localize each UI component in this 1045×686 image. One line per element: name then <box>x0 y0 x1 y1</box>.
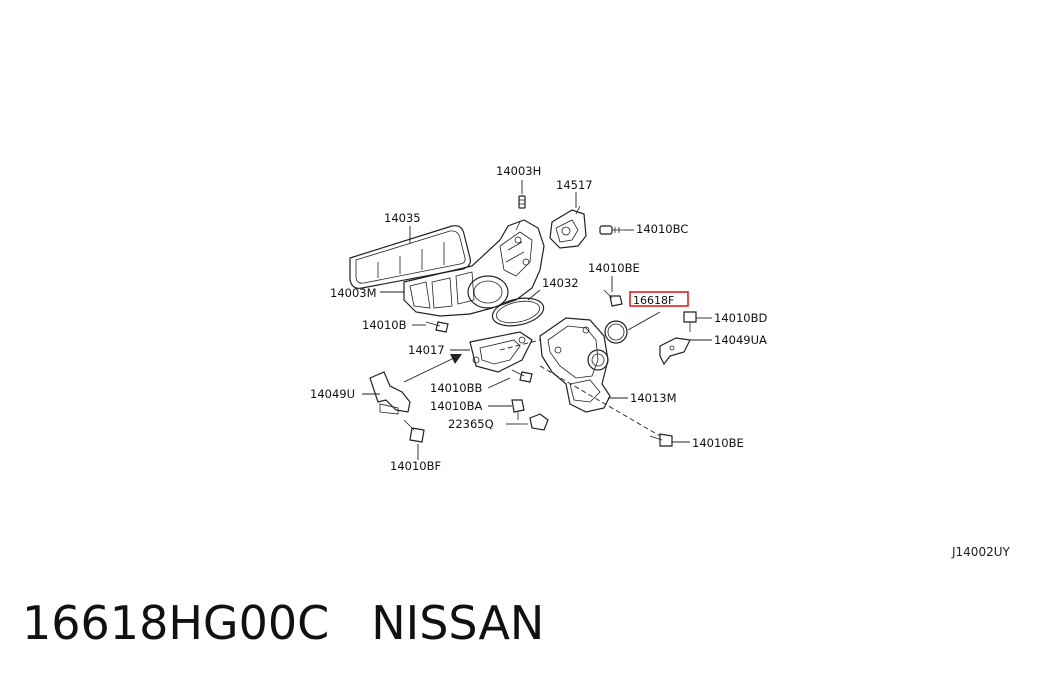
sensor-14517-drawing <box>549 205 587 249</box>
bracket-14049UA-drawing <box>659 337 691 366</box>
part-number: 16618HG00C <box>22 596 330 650</box>
label-14010BA: 14010BA <box>430 399 482 413</box>
sensor-22365Q-drawing <box>520 413 549 431</box>
label-14013M: 14013M <box>630 391 677 405</box>
highlight-box-16618F <box>629 291 689 307</box>
bolt-14010BC-drawing <box>599 225 624 235</box>
label-14010BF: 14010BF <box>390 459 441 473</box>
label-14010BE-bottom: 14010BE <box>692 436 744 450</box>
bolt-14010BE-bottom-drawing <box>649 433 673 447</box>
bolt-14010BD-drawing <box>683 311 697 332</box>
gasket-14035-drawing <box>349 225 471 289</box>
plug-14003H-drawing <box>518 195 526 209</box>
reference-code: J14002UY <box>951 545 1010 559</box>
bolt-14010BF-drawing <box>403 419 425 443</box>
label-14049U: 14049U <box>310 387 355 401</box>
gasket-14032-drawing <box>491 297 545 327</box>
bracket-14049U-drawing <box>369 371 411 415</box>
assembly-arrow <box>403 354 462 383</box>
label-14010BD: 14010BD <box>714 311 767 325</box>
label-16618F: 16618F <box>633 294 674 307</box>
label-14032: 14032 <box>542 276 579 290</box>
bolt-14010BB-drawing <box>511 369 533 383</box>
manifold-14003M-drawing <box>403 219 545 317</box>
part-caption: 16618HG00C NISSAN <box>22 596 544 650</box>
label-14517: 14517 <box>556 178 593 192</box>
label-14010BC: 14010BC <box>636 222 688 236</box>
brand-name: NISSAN <box>371 596 545 650</box>
bolt-14010BA-drawing <box>511 399 525 420</box>
bolt-14010B-drawing <box>425 321 449 333</box>
label-14017: 14017 <box>408 343 445 357</box>
bolt-14010BE-top-drawing <box>603 289 623 307</box>
gasket-14017-drawing <box>469 331 533 373</box>
label-14003M: 14003M <box>330 286 377 300</box>
label-14010B: 14010B <box>362 318 407 332</box>
oring-16618F-drawing <box>604 320 628 344</box>
chamber-14013M-drawing <box>539 317 611 413</box>
leader-lines <box>362 180 712 460</box>
label-14049UA: 14049UA <box>714 333 767 347</box>
label-14003H: 14003H <box>496 164 541 178</box>
label-14035: 14035 <box>384 211 421 225</box>
label-14010BE-top: 14010BE <box>588 261 640 275</box>
label-22365Q: 22365Q <box>448 417 494 431</box>
label-14010BB: 14010BB <box>430 381 482 395</box>
parts-diagram: 14003H 14517 14010BC 14035 14010BE 14032… <box>310 164 1010 559</box>
